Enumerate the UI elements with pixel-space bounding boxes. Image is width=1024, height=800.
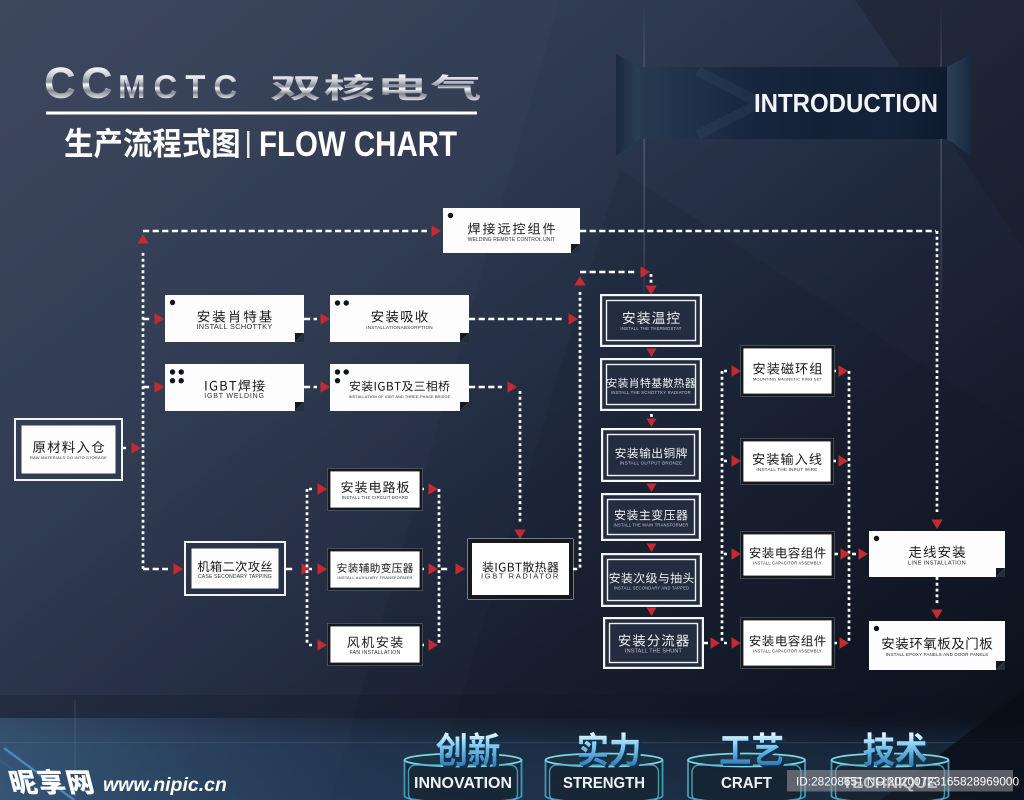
svg-text:INSTALL CAPACITOR ASSEMBLY: INSTALL CAPACITOR ASSEMBLY bbox=[753, 561, 822, 566]
svg-text:INSTALLATION OF IGBT AND THREE: INSTALLATION OF IGBT AND THREE-PHASE BRI… bbox=[349, 394, 451, 399]
svg-text:IGBT RADIATOR: IGBT RADIATOR bbox=[481, 572, 560, 581]
svg-text:FLOW CHART: FLOW CHART bbox=[259, 125, 457, 164]
svg-text:MOUNTING MAGNETIC RING SET: MOUNTING MAGNETIC RING SET bbox=[753, 377, 823, 382]
svg-text:INSTALL SCHOTTKY: INSTALL SCHOTTKY bbox=[196, 322, 272, 331]
svg-text:INSTALL THE THERMOSTAT: INSTALL THE THERMOSTAT bbox=[620, 326, 681, 331]
svg-text:INSTALL CAPACITOR ASSEMBLY: INSTALL CAPACITOR ASSEMBLY bbox=[753, 649, 822, 654]
svg-text:WELDING REMOTE CONTROL UNIT: WELDING REMOTE CONTROL UNIT bbox=[468, 237, 556, 243]
svg-text:INSTALL THE INPUT WIRE: INSTALL THE INPUT WIRE bbox=[756, 467, 817, 472]
svg-text:INSTALL EPOXY PANELS AND DOOR: INSTALL EPOXY PANELS AND DOOR PANELS bbox=[886, 652, 989, 657]
svg-text:www.nipic.cn: www.nipic.cn bbox=[103, 774, 227, 796]
svg-text:RAW MATERIALS GO INTO STORAGE: RAW MATERIALS GO INTO STORAGE bbox=[30, 455, 107, 460]
svg-text:INSTALL OUTPUT BRONZE: INSTALL OUTPUT BRONZE bbox=[620, 461, 683, 466]
svg-text:INSTALL THE SCHOTTKY RADIATOR: INSTALL THE SCHOTTKY RADIATOR bbox=[611, 390, 691, 395]
svg-text:FAN INSTALLATION: FAN INSTALLATION bbox=[350, 650, 401, 656]
svg-text:ID:28208651 NO:202007231658289: ID:28208651 NO:20200723165828969000 bbox=[796, 775, 1019, 789]
svg-text:INTRODUCTION: INTRODUCTION bbox=[754, 88, 938, 118]
svg-text:INSTALLATIONABSORPTION: INSTALLATIONABSORPTION bbox=[366, 325, 433, 330]
svg-text:INSTALL THE MAIN TRANSFORMER: INSTALL THE MAIN TRANSFORMER bbox=[613, 523, 688, 528]
svg-text:IGBT WELDING: IGBT WELDING bbox=[204, 393, 264, 400]
svg-text:INNOVATION: INNOVATION bbox=[414, 775, 512, 792]
svg-text:INSTALL AUXILIARY TRANSFORMER: INSTALL AUXILIARY TRANSFORMER bbox=[337, 575, 412, 580]
svg-text:INSTALL THE CIRCUIT BOARD: INSTALL THE CIRCUIT BOARD bbox=[342, 495, 409, 500]
svg-text:CASE SECONDARY TAPPING: CASE SECONDARY TAPPING bbox=[198, 574, 272, 580]
svg-text:STRENGTH: STRENGTH bbox=[563, 775, 645, 792]
svg-text:INSTALL THE SHUNT: INSTALL THE SHUNT bbox=[625, 649, 682, 655]
svg-text:CRAFT: CRAFT bbox=[721, 775, 772, 792]
svg-text:INSTALL SECONDARY AND TAPPED: INSTALL SECONDARY AND TAPPED bbox=[614, 586, 689, 591]
svg-text:LINE INSTALLATION: LINE INSTALLATION bbox=[908, 561, 966, 567]
